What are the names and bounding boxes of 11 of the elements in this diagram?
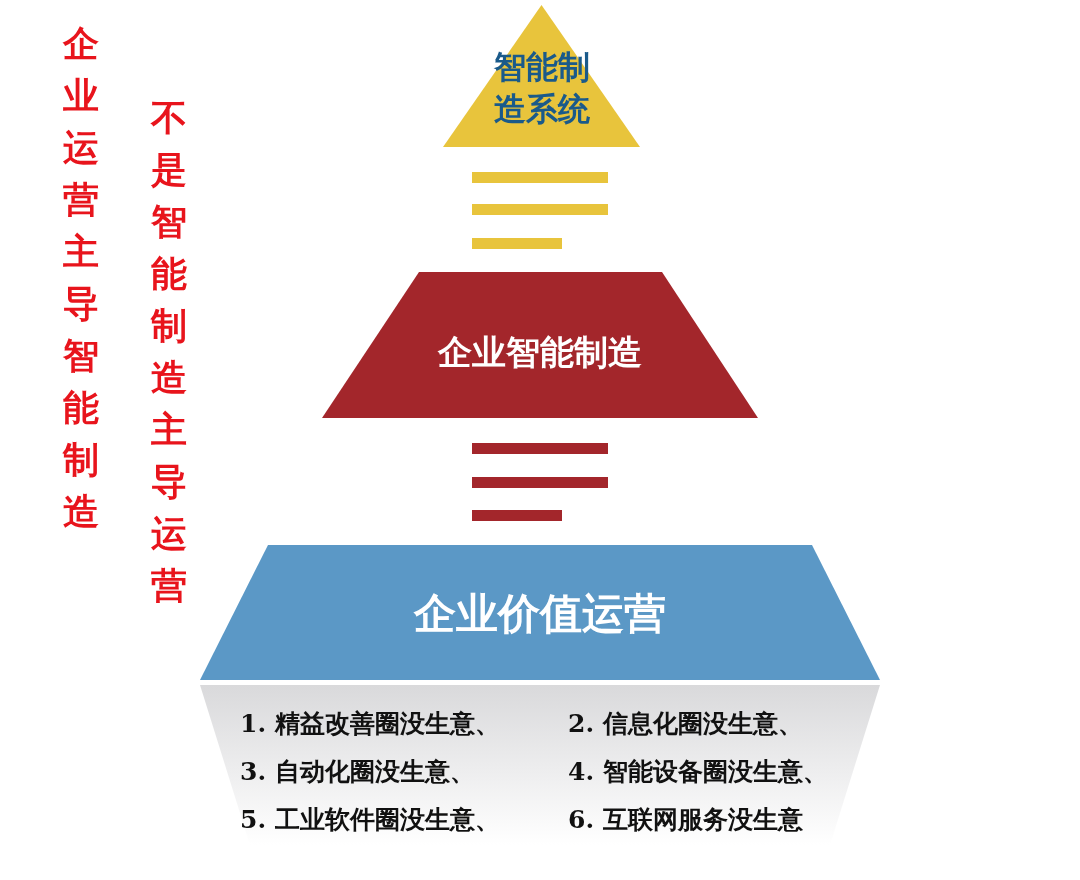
list-item-text: 4. 智能设备圈没生意、 (568, 756, 828, 788)
level-title: 企业价值运营 (412, 588, 667, 640)
list-item-text: 3. 自动化圈没生意、 (240, 756, 475, 788)
list-item-text: 6. 互联网服务没生意 (568, 804, 803, 836)
level-title: 智能制造系统 (493, 47, 591, 130)
vertical-slogan: 不是智能制造主导运营 (150, 96, 188, 608)
list-item-text: 2. 信息化圈没生意、 (568, 708, 803, 740)
list-item-text: 5. 工业软件圈没生意、 (240, 804, 500, 836)
list-item-text: 1. 精益改善圈没生意、 (240, 708, 500, 740)
level-title: 企业智能制造 (436, 331, 643, 374)
vertical-slogan: 企业运营主导智能制造 (62, 22, 100, 534)
